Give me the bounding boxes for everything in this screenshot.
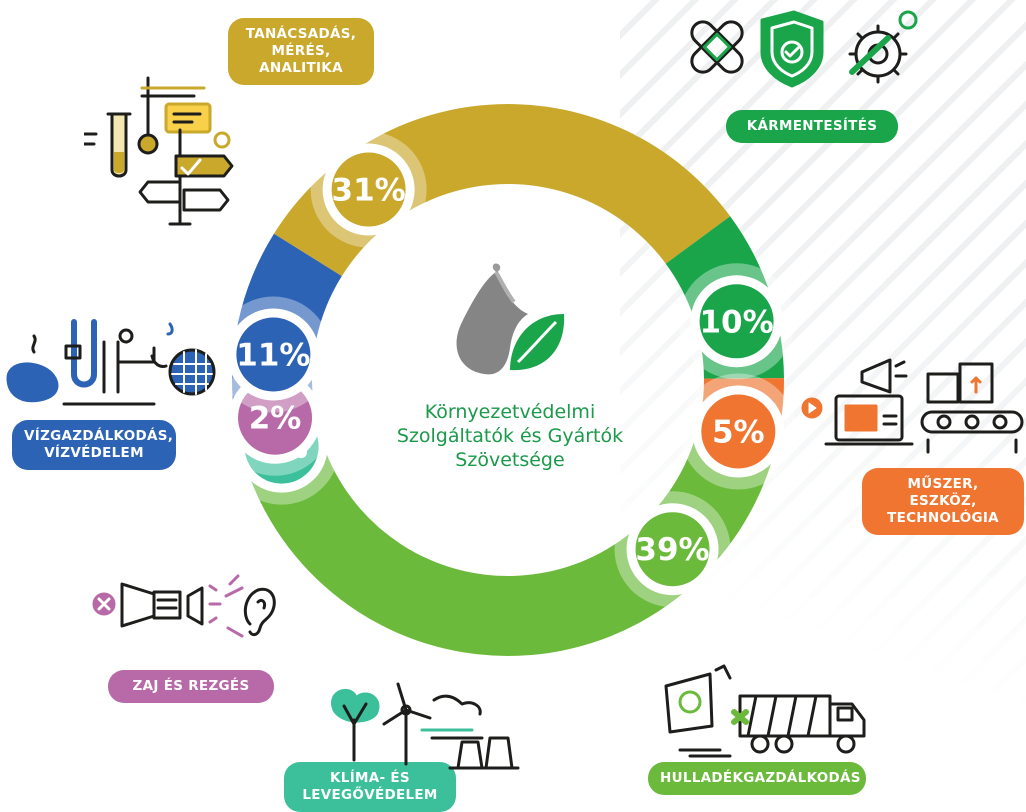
label-zaj: ZAJ ÉS REZGÉS	[108, 670, 274, 703]
data-label-dot	[236, 317, 311, 392]
label-klima-line-2: LEVEGŐVÉDELEM	[302, 787, 438, 803]
megaphone-laptop-conveyor-icon	[801, 358, 1024, 454]
bandage-shield-gear-icon	[690, 10, 918, 88]
label-viz: VÍZGAZDÁLKODÁS, VÍZVÉDELEM	[12, 420, 176, 470]
label-karmentesites: KÁRMENTESÍTÉS	[726, 110, 898, 143]
center-title-line-3: Szövetsége	[455, 449, 565, 471]
data-label-dot	[699, 284, 774, 359]
data-label-text: 11%	[236, 338, 310, 374]
label-tanacsadas: TANÁCSADÁS, MÉRÉS, ANALITIKA	[228, 18, 374, 85]
label-muszer: MŰSZER, ESZKÖZ, TECHNOLÓGIA	[862, 468, 1024, 535]
label-karmentesites-line-1: KÁRMENTESÍTÉS	[746, 118, 878, 134]
label-muszer-line-2: TECHNOLÓGIA	[887, 510, 999, 526]
data-label-dot	[238, 380, 313, 455]
label-viz-line-1: VÍZGAZDÁLKODÁS,	[24, 428, 174, 444]
data-label: 39%	[614, 491, 731, 608]
label-klima-line-1: KLÍMA- ÉS	[330, 770, 410, 786]
label-tanacsadas-line-3: ANALITIKA	[259, 60, 343, 76]
speaker-ear-icon	[92, 574, 276, 638]
center-title: Környezetvédelmi Szolgáltatók és Gyártók…	[380, 400, 640, 472]
data-label-dot	[635, 512, 710, 587]
data-label-dot	[701, 394, 776, 469]
data-label-text: 2%	[249, 401, 302, 437]
data-label-text: 31%	[332, 173, 406, 209]
center-title-line-1: Környezetvédelmi	[424, 401, 596, 423]
label-hulladek-line-1: HULLADÉKGAZDÁLKODÁS	[660, 770, 861, 786]
lab-tools-signpost-icon	[84, 76, 234, 226]
data-label-text: 10%	[699, 304, 773, 340]
data-label: 10%	[678, 263, 795, 380]
data-label-dot	[331, 152, 406, 227]
data-label-text: 5%	[712, 414, 765, 450]
data-label: 5%	[680, 373, 797, 490]
label-tanacsadas-line-1: TANÁCSADÁS,	[245, 26, 357, 42]
label-zaj-line-1: ZAJ ÉS REZGÉS	[132, 678, 250, 694]
label-viz-line-2: VÍZVÉDELEM	[44, 445, 144, 461]
pipes-water-grate-icon	[6, 319, 216, 406]
label-klima: KLÍMA- ÉS LEVEGŐVÉDELEM	[284, 762, 456, 812]
trees-wind-turbine-factory-icon	[331, 682, 520, 770]
snail-shell-leaf-icon	[456, 263, 565, 375]
data-label: 11%	[215, 296, 332, 413]
data-label-text: 39%	[635, 532, 709, 568]
center-title-line-2: Szolgáltatók és Gyártók	[396, 425, 624, 447]
donut-slice	[252, 439, 772, 657]
garbage-truck-icon	[664, 664, 866, 758]
donut-slice	[273, 103, 731, 277]
label-tanacsadas-line-2: MÉRÉS,	[271, 43, 331, 59]
label-hulladek: HULLADÉKGAZDÁLKODÁS	[648, 762, 866, 795]
label-muszer-line-1: MŰSZER, ESZKÖZ,	[907, 476, 979, 509]
data-label: 31%	[310, 131, 427, 248]
